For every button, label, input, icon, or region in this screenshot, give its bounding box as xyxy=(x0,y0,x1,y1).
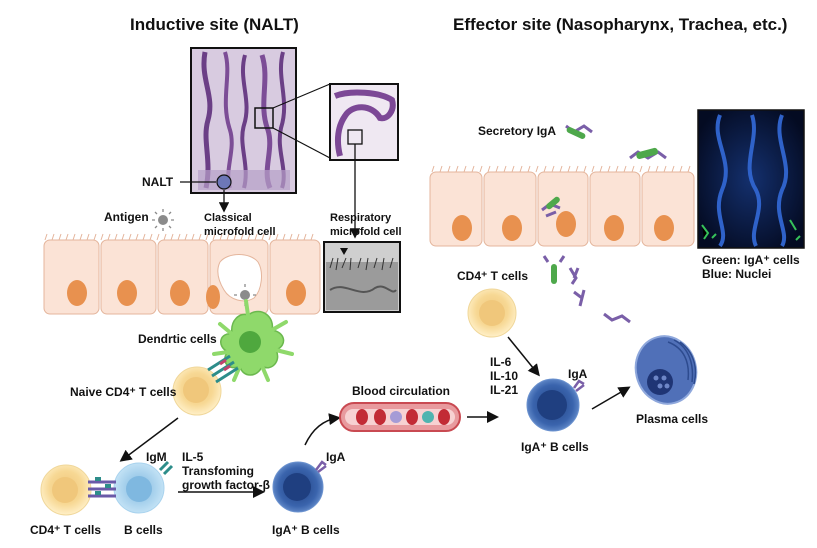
blood-vessel xyxy=(339,402,461,432)
secretory-iga-molecules xyxy=(541,124,667,324)
cd4-t-cells-right-label: CD4⁺ T cells xyxy=(457,269,529,283)
igm-label: IgM xyxy=(146,450,167,464)
iga-b-cells-left-label: IgA⁺ B cells xyxy=(272,523,340,537)
nalt-label: NALT xyxy=(142,175,174,189)
b-cell xyxy=(113,462,165,514)
immunofluorescence-image xyxy=(697,109,805,249)
iga-b-cells-right-label: IgA⁺ B cells xyxy=(521,440,589,454)
nalt-histology-image xyxy=(190,47,297,194)
plasma-cell xyxy=(634,335,698,405)
inductive-site-title: Inductive site (NALT) xyxy=(130,15,299,34)
effector-site-title: Effector site (Nasopharynx, Trachea, etc… xyxy=(453,15,788,34)
naive-t-cell xyxy=(172,366,222,416)
electron-micrograph xyxy=(323,241,401,313)
iga-b-cell-right xyxy=(526,378,585,432)
cytokines-left-label: IL-5 Transfoming growth factor-β xyxy=(182,450,270,492)
igm-receptor xyxy=(158,460,174,476)
effector-epithelium xyxy=(429,165,695,247)
cytokines-right-label: IL-6 IL-10 IL-21 xyxy=(490,355,519,397)
t-b-contact xyxy=(88,477,116,498)
nalt-epithelium xyxy=(43,233,321,315)
classical-microfold-cell-label: Classical microfold cell xyxy=(204,212,276,238)
cd4-t-cells-left-label: CD4⁺ T cells xyxy=(30,523,102,537)
b-cells-label: B cells xyxy=(124,523,163,537)
iga-right-label: IgA xyxy=(568,367,588,381)
respiratory-zoom-image xyxy=(329,83,399,161)
cd4-t-cell-right xyxy=(467,288,517,338)
antigen-particle-outside xyxy=(152,209,174,231)
plasma-cells-label: Plasma cells xyxy=(636,412,709,426)
cd4-t-cell-left xyxy=(40,464,92,516)
blood-circulation-label: Blood circulation xyxy=(352,384,451,398)
iga-left-label: IgA xyxy=(326,450,346,464)
naive-cd4-t-cells-label: Naive CD4⁺ T cells xyxy=(70,385,177,399)
legend-green-label: Green: IgA⁺ cells xyxy=(702,253,800,267)
iga-b-cell-left xyxy=(272,460,327,513)
antigen-label: Antigen xyxy=(104,210,149,224)
dendritic-cell xyxy=(212,299,294,382)
tcr-mhc-contact-left xyxy=(207,354,239,384)
dendritic-cells-label: Dendrtic cells xyxy=(138,332,217,346)
respiratory-microfold-cell-label: Respiratory microfold cell xyxy=(330,212,402,238)
secretory-iga-label: Secretory IgA xyxy=(478,124,557,138)
legend-blue-label: Blue: Nuclei xyxy=(702,267,772,281)
